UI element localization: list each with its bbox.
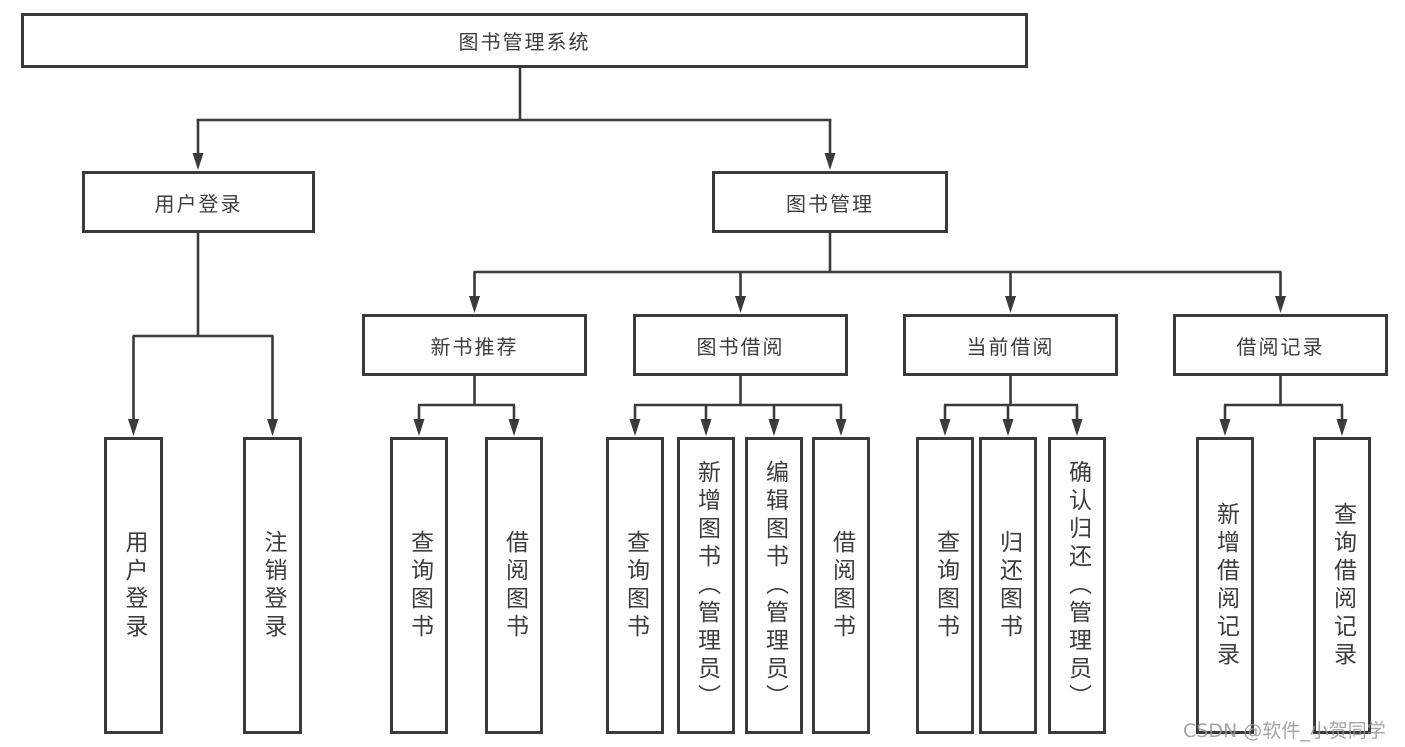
leaf-query-borrow-record: 查询借阅记录 [1313,437,1371,734]
node-book-management: 图书管理 [712,171,948,233]
node-user-login: 用户登录 [82,171,315,233]
leaf-borrow-books: 借阅图书 [812,437,870,734]
node-borrowing-records: 借阅记录 [1173,314,1388,376]
leaf-query-books-current: 查询图书 [916,437,974,734]
csdn-watermark: CSDN @软件_小贺同学 [1183,720,1386,742]
node-new-book-recommendation: 新书推荐 [362,314,587,376]
leaf-logout: 注销登录 [243,437,302,734]
leaf-edit-books-admin: 编辑图书（管理员） [745,437,803,734]
leaf-user-login: 用户登录 [104,437,163,734]
leaf-add-borrow-record: 新增借阅记录 [1196,437,1254,734]
leaf-add-books-admin: 新增图书（管理员） [677,437,735,734]
node-book-borrowing: 图书借阅 [633,314,848,376]
leaf-query-books-borrowing: 查询图书 [606,437,664,734]
node-library-management-system: 图书管理系统 [21,13,1028,68]
leaf-confirm-return-admin: 确认归还（管理员） [1048,437,1106,734]
leaf-query-books-recommend: 查询图书 [390,437,448,734]
leaf-return-books: 归还图书 [979,437,1037,734]
leaf-borrow-books-recommend: 借阅图书 [485,437,543,734]
node-current-borrowing: 当前借阅 [903,314,1118,376]
